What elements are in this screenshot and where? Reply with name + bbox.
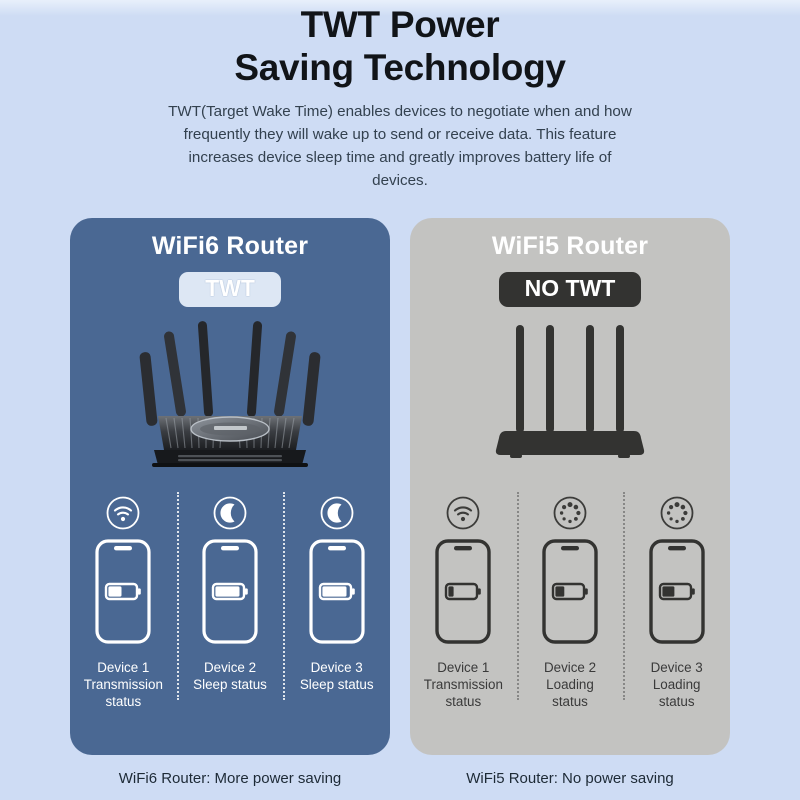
device-label: Device 2 Sleep status [193,660,267,693]
phone-battery-illustration [435,539,492,649]
device-label: Device 2 Loading status [543,660,597,710]
svg-text:z: z [340,506,345,518]
panel-wifi5-router: WiFi5 Router NO TWT [410,218,730,755]
device-column: Device 2 Loading status [516,491,624,710]
loading-spinner-icon [553,496,587,530]
device-row-wifi5: Device 1 Transmission status [410,491,730,710]
device-column: Device 1 Transmission status [410,496,517,710]
phone-battery-illustration [202,539,258,649]
phone-battery-illustration [95,539,151,649]
phone-battery-illustration [648,539,705,649]
status-badge-no-twt: NO TWT [498,272,642,308]
header: TWT Power Saving Technology TWT(Target W… [0,4,800,192]
loading-spinner-icon [660,496,694,530]
device-column: z Device 2 Sleep status [176,491,284,710]
phone-battery-illustration [542,539,598,649]
phone-battery-illustration [309,539,365,649]
panel-title-wifi5: WiFi5 Router [491,232,649,260]
device-label: Device 3 Loading status [650,660,703,710]
badge-row-wifi5: NO TWT [410,272,730,308]
moon-sleep-z-icon: z [213,496,247,530]
wifi-signal-icon [106,496,140,530]
device-label: Device 3 Sleep status [299,660,374,693]
page-description: TWT(Target Wake Time) enables devices to… [168,102,632,190]
device-label: Device 1 Transmission status [83,660,163,710]
page-title: TWT Power Saving Technology [234,4,566,88]
svg-text:z: z [234,506,239,518]
panel-title-wifi6: WiFi6 Router [151,232,309,260]
footer-captions: WiFi6 Router: More power saving WiFi5 Ro… [0,770,800,800]
comparison-panels: WiFi6 Router TWT [0,218,800,758]
wifi-signal-icon [446,496,480,530]
device-column: z Device 3 Sleep status [283,491,390,710]
device-column: Device 3 Loading status [623,491,730,710]
panel-wifi6-router: WiFi6 Router TWT [70,218,390,755]
wifi6-router-6-antenna-icon [139,321,321,468]
status-badge-twt: TWT [179,272,281,308]
device-row-wifi6: Device 1 Transmission status z [70,491,390,710]
device-label: Device 1 Transmission status [423,660,503,710]
wifi5-router-4-antenna-icon [495,325,645,459]
router-illustration-wifi5 [410,319,730,469]
caption-wifi5: WiFi5 Router: No power saving [466,770,674,787]
router-illustration-wifi6 [70,319,390,469]
device-column: Device 1 Transmission status [70,496,177,710]
caption-wifi6: WiFi6 Router: More power saving [118,770,342,787]
moon-sleep-z-icon: z [320,496,354,530]
badge-row-wifi6: TWT [70,272,390,308]
